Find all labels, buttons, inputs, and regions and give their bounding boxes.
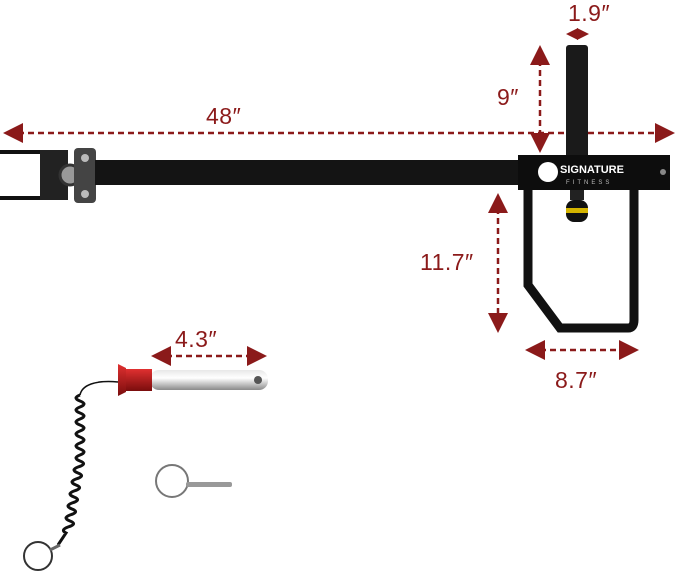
landmine-post: [566, 45, 588, 160]
spring-knob: [566, 188, 588, 222]
key-ring: [23, 541, 53, 571]
ring-pin: [186, 482, 232, 487]
length-label: 48″: [206, 103, 242, 129]
post-diameter-label: 1.9″: [568, 0, 611, 26]
svg-text:FITNESS: FITNESS: [566, 180, 612, 186]
pin-length-label: 4.3″: [175, 326, 218, 352]
ring-pin-loop: [155, 464, 189, 498]
bear-logo-icon: [538, 162, 558, 182]
hitch-pin: [118, 364, 268, 396]
handle-width-label: 8.7″: [555, 367, 598, 393]
svg-text:SIGNATURE: SIGNATURE: [560, 164, 624, 176]
handle-height-label: 11.7″: [420, 249, 474, 275]
post-height-label: 9″: [497, 84, 519, 110]
coil: [56, 393, 86, 546]
coil-lanyard: [79, 380, 119, 396]
hinge-bracket: [0, 148, 96, 203]
d-handle: [523, 190, 639, 333]
